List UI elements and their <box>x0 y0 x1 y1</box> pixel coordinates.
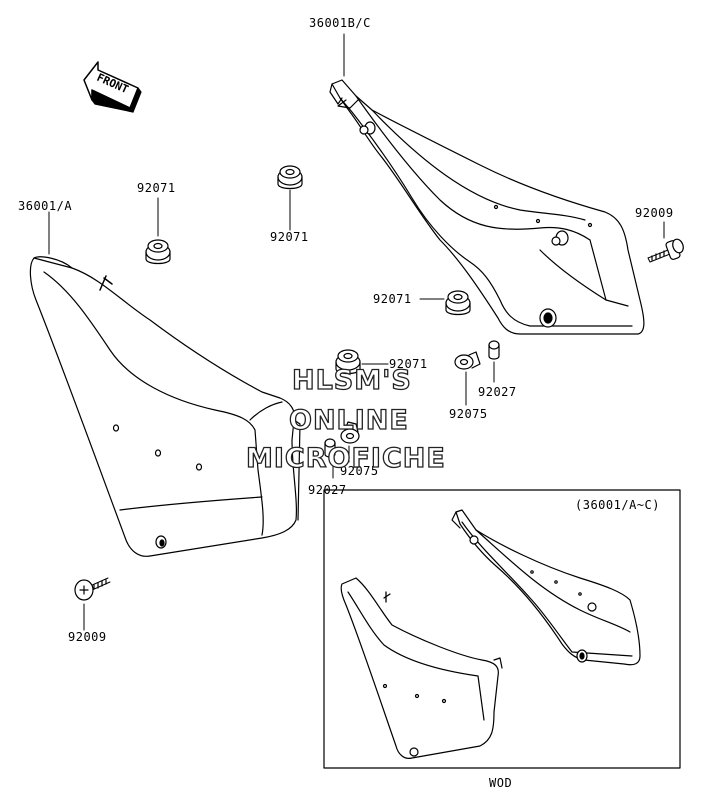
grommet-92071-left <box>145 239 171 265</box>
watermark-line-1: HLSM'S <box>291 364 412 396</box>
label-92071-center: 92071 <box>389 357 428 371</box>
left-side-cover <box>29 256 301 557</box>
label-92071-top: 92071 <box>270 230 309 244</box>
grommet-92071-center <box>335 349 361 375</box>
right-side-cover <box>329 79 645 335</box>
watermark-line-2: ONLINE <box>288 404 409 436</box>
label-92075-right: 92075 <box>449 407 488 421</box>
label-92027-right: 92027 <box>478 385 517 399</box>
label-92075-center: 92075 <box>340 464 379 478</box>
bolt-92009-right <box>647 238 684 263</box>
label-92027-center: 92027 <box>308 483 347 497</box>
label-36001a: 36001/A <box>18 199 73 213</box>
collar-92075-center <box>340 421 360 444</box>
label-92071-right: 92071 <box>373 292 412 306</box>
spacer-92027-center <box>324 438 336 458</box>
spacer-92027-right <box>488 340 500 360</box>
inset-box <box>323 489 681 769</box>
inset-title: (36001/A~C) <box>575 498 660 512</box>
leader-lines <box>48 33 665 631</box>
label-92009-left: 92009 <box>68 630 107 644</box>
label-92009-right: 92009 <box>635 206 674 220</box>
grommet-92071-top <box>277 165 303 190</box>
front-arrow: FRONT <box>83 61 142 113</box>
label-36001bc: 36001B/C <box>309 16 371 30</box>
inset-caption: WOD <box>489 776 513 790</box>
watermark-line-3: MICROFICHE <box>245 442 446 474</box>
collar-92075-right <box>454 351 481 370</box>
grommet-92071-right <box>445 290 471 316</box>
label-92071-left: 92071 <box>137 181 176 195</box>
bolt-92009-left <box>74 577 111 601</box>
